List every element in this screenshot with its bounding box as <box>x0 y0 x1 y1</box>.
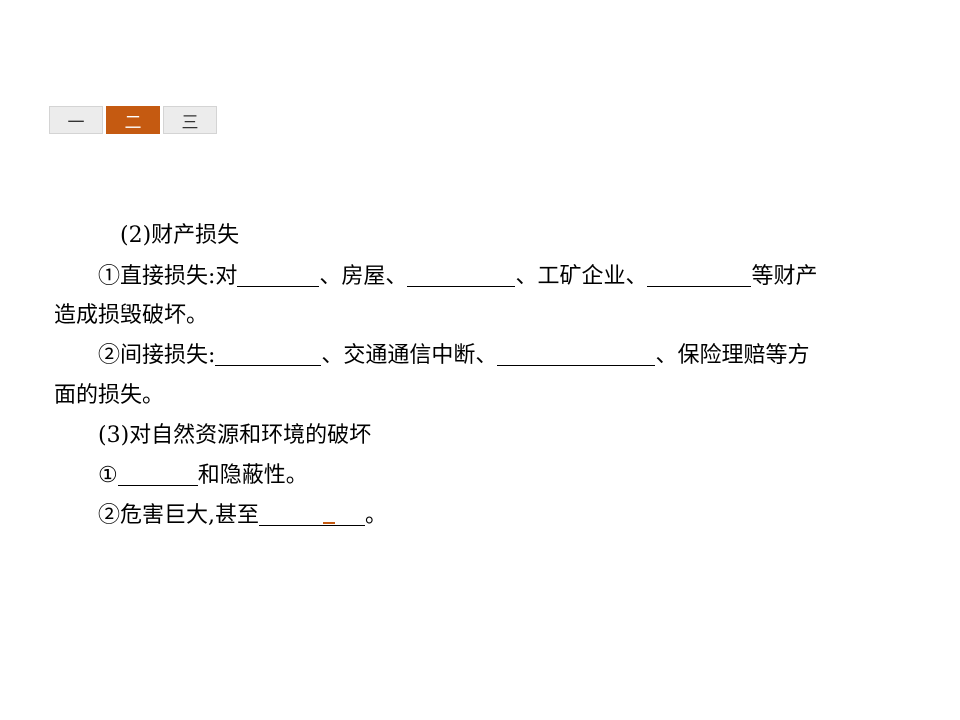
direct-loss-line: ①直接损失:对 、房屋、 、工矿企业、 等财产 <box>98 260 817 294</box>
fill-blank-6[interactable] <box>117 463 198 486</box>
heading-property-loss: (2)财产损失 <box>120 219 239 253</box>
direct-loss-prefix: ①直接损失:对 <box>98 264 238 289</box>
direct-loss-sep-2: 、工矿企业、 <box>515 264 648 289</box>
direct-loss-sep-1: 、房屋、 <box>319 264 408 289</box>
direct-loss-cont-text: 造成损毁破坏。 <box>54 303 209 328</box>
env-item-1-suffix: 和隐蔽性。 <box>197 463 308 488</box>
env-item-2: ②危害巨大,甚至 。 <box>98 499 387 533</box>
answer-mark <box>323 522 335 524</box>
tab-3[interactable]: 三 <box>163 106 217 134</box>
fill-blank-7[interactable] <box>259 503 365 526</box>
direct-loss-suffix: 等财产 <box>751 264 818 289</box>
heading-environment-text: (3)对自然资源和环境的破坏 <box>98 423 372 448</box>
fill-blank-5[interactable] <box>497 343 656 366</box>
tab-2[interactable]: 二 <box>106 106 160 134</box>
tab-1[interactable]: 一 <box>49 106 103 134</box>
heading-property-loss-text: (2)财产损失 <box>120 223 240 248</box>
direct-loss-continuation: 造成损毁破坏。 <box>54 299 208 333</box>
indirect-loss-prefix: ②间接损失: <box>98 343 216 368</box>
section-tabs: 一 二 三 <box>49 106 217 134</box>
fill-blank-2[interactable] <box>407 264 516 287</box>
env-item-1: ① 和隐蔽性。 <box>98 459 308 493</box>
indirect-loss-line: ②间接损失: 、交通通信中断、 、保险理赔等方 <box>98 339 809 373</box>
indirect-loss-sep-1: 、交通通信中断、 <box>321 343 498 368</box>
indirect-loss-continuation: 面的损失。 <box>54 379 164 413</box>
indirect-loss-cont-text: 面的损失。 <box>54 383 165 408</box>
indirect-loss-suffix: 、保险理赔等方 <box>655 343 810 368</box>
env-item-2-suffix: 。 <box>365 503 388 528</box>
fill-blank-1[interactable] <box>237 264 320 287</box>
env-item-2-prefix: ②危害巨大,甚至 <box>98 503 259 528</box>
fill-blank-3[interactable] <box>647 264 752 287</box>
heading-environment-damage: (3)对自然资源和环境的破坏 <box>98 419 371 453</box>
fill-blank-4[interactable] <box>215 343 322 366</box>
env-item-1-prefix: ① <box>98 463 118 488</box>
